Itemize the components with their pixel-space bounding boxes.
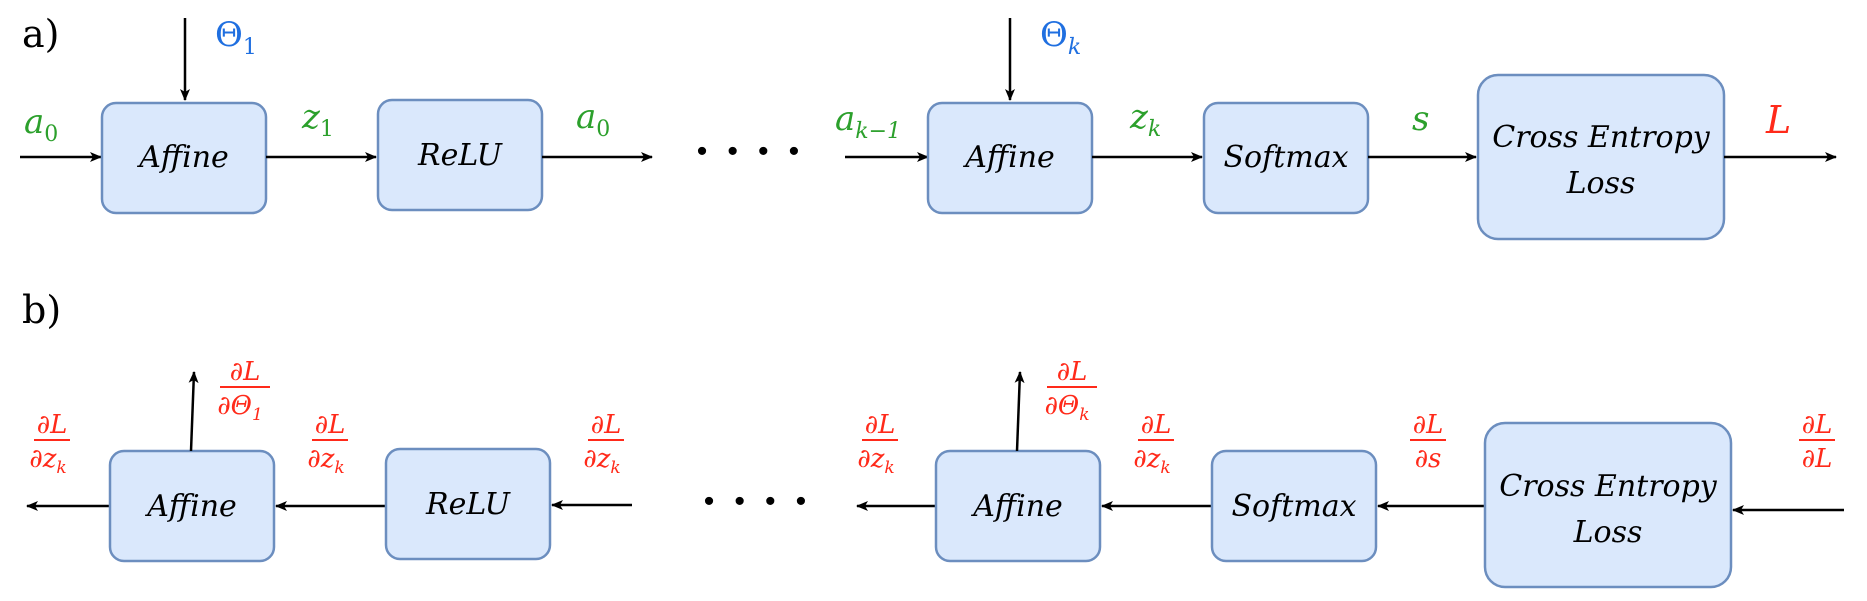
svg-text:∂L: ∂L (315, 410, 346, 440)
relu-label: ReLU (417, 138, 504, 173)
thetak-label: Θk (1040, 15, 1081, 60)
svg-text:∂L: ∂L (1141, 410, 1172, 440)
svg-text:∂Θk: ∂Θk (1044, 391, 1089, 425)
svg-text:∂zk: ∂zk (307, 444, 344, 478)
affinek-label: Affine (962, 140, 1055, 175)
grad-dL-dL: ∂L ∂L (1799, 410, 1835, 474)
panel-a-label: a) (22, 12, 59, 56)
b-cross-entropy-label-line1: Cross Entropy (1499, 469, 1718, 504)
b-relu-label: ReLU (425, 487, 512, 522)
svg-text:∂L: ∂L (1057, 357, 1088, 387)
grad-dL-dthetak: ∂L ∂Θk (1044, 357, 1097, 425)
svg-text:∂s: ∂s (1415, 444, 1442, 474)
loss-label: L (1765, 98, 1791, 142)
grad-dL-dzk-2: ∂L ∂zk (307, 410, 348, 478)
svg-text:∂zk: ∂zk (583, 444, 620, 478)
theta1-label: Θ1 (215, 15, 257, 60)
svg-text:∂L: ∂L (1802, 444, 1833, 474)
svg-text:∂zk: ∂zk (1133, 444, 1170, 478)
svg-text:∂L: ∂L (1413, 410, 1444, 440)
dthetak-arrow (1014, 371, 1025, 452)
s-label: s (1412, 99, 1429, 139)
cross-entropy-box (1476, 73, 1726, 241)
svg-text:∂L: ∂L (1802, 410, 1833, 440)
ellipsis-b: · · · · (701, 476, 808, 527)
a0-right-label: a0 (576, 97, 610, 142)
b-softmax-box (1210, 449, 1378, 563)
svg-text:∂L: ∂L (865, 410, 896, 440)
svg-text:∂zk: ∂zk (857, 444, 894, 478)
cross-entropy-label-line2: Loss (1566, 166, 1636, 201)
b-relu-box (384, 447, 552, 561)
grad-dL-dtheta1: ∂L ∂Θ1 (217, 357, 270, 425)
svg-text:∂L: ∂L (37, 410, 68, 440)
svg-text:∂L: ∂L (591, 410, 622, 440)
a0-left-label: a0 (24, 102, 58, 147)
grad-dL-dzk-5: ∂L ∂zk (1133, 410, 1174, 478)
grad-dL-dzk-1: ∂L ∂zk (29, 410, 70, 478)
svg-text:∂zk: ∂zk (29, 444, 66, 478)
dtheta1-arrow (188, 371, 199, 452)
affine1-label: Affine (136, 140, 229, 175)
svg-text:∂Θ1: ∂Θ1 (217, 391, 263, 425)
svg-text:∂L: ∂L (230, 357, 261, 387)
cross-entropy-label-line1: Cross Entropy (1492, 120, 1711, 155)
b-cross-entropy-label-line2: Loss (1573, 515, 1643, 550)
panel-b-label: b) (22, 288, 61, 332)
b-affinek-label: Affine (970, 489, 1063, 524)
relu-box (376, 98, 544, 212)
grad-dL-dzk-4: ∂L ∂zk (857, 410, 898, 478)
z1-label: z1 (301, 97, 334, 142)
grad-dL-dzk-3: ∂L ∂zk (583, 410, 624, 478)
ak1-label: ak−1 (835, 99, 901, 144)
b-affine1-label: Affine (144, 489, 237, 524)
grad-dL-ds: ∂L ∂s (1410, 410, 1446, 474)
b-softmax-label: Softmax (1231, 489, 1356, 524)
b-cross-entropy-box (1483, 421, 1733, 589)
softmax-label: Softmax (1223, 140, 1348, 175)
zk-label: zk (1129, 97, 1161, 142)
ellipsis-a: · · · · (694, 126, 801, 177)
